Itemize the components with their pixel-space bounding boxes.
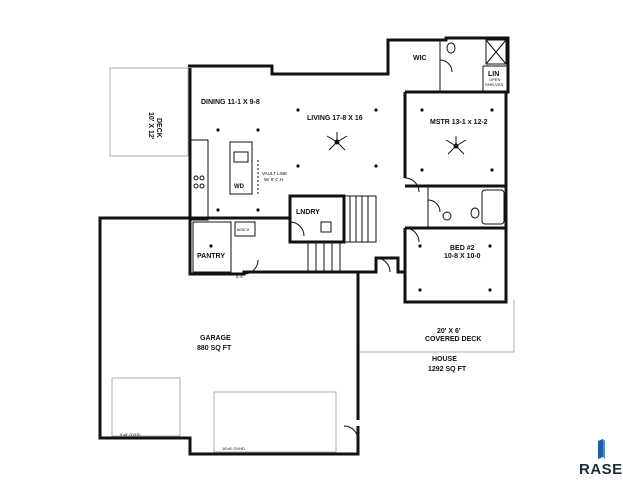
- pantry-wall: [192, 221, 232, 273]
- garage-door-1: [111, 377, 181, 437]
- ceiling-fan-icon: [326, 132, 348, 151]
- stove-burners: [193, 175, 205, 189]
- covered-deck-dims: 20' X 6': [437, 328, 461, 335]
- counter: [189, 139, 209, 221]
- vault-note-1: VAULT LINE: [262, 171, 287, 176]
- mstr-label: MSTR 13-1 x 12-2: [430, 119, 488, 126]
- covered-deck-outline: [357, 300, 515, 353]
- bench-label: BENCH: [237, 228, 250, 232]
- bed2-label: BED #2: [450, 245, 475, 252]
- rear-deck-outline: [109, 67, 189, 157]
- garage-door-2: [213, 391, 337, 453]
- bed2-dims: 10-8 X 10-0: [444, 253, 481, 260]
- lin-note-1: OPEN: [489, 77, 500, 82]
- deck-dims: 10' X 12': [147, 112, 154, 140]
- covered-deck-label: COVERED DECK: [425, 336, 481, 343]
- dining-label: DINING 11-1 X 9-8: [201, 99, 260, 106]
- lndry-label: LNDRY: [296, 209, 320, 216]
- stairs: [343, 195, 377, 243]
- vault-note-2: W/ 9' C.H.: [264, 177, 284, 182]
- kitchen-island: [229, 141, 253, 195]
- lin-label: LIN: [488, 71, 499, 78]
- garage-door-2-label: 16'x8' OVHD: [222, 446, 245, 451]
- living-label: LIVING 17-8 X 16: [307, 115, 363, 122]
- wd-label: WD: [234, 184, 245, 190]
- garage-wall: [98, 216, 360, 456]
- stair-treads: [307, 196, 369, 272]
- pantry-label: PANTRY: [197, 253, 225, 260]
- ceiling-fan-icon-2: [445, 136, 467, 155]
- deck-label: DECK: [155, 118, 162, 138]
- garage-label: GARAGE: [200, 335, 231, 342]
- ceiling-note: 8'-6: [236, 274, 243, 279]
- bench-box: [234, 221, 256, 237]
- house-label: HOUSE: [432, 356, 457, 363]
- house-sqft: 1292 SQ FT: [428, 366, 467, 373]
- laundry-wall: [288, 194, 346, 244]
- shower-x2: [485, 39, 507, 65]
- house-exterior-wall: [188, 36, 510, 304]
- toilet-icon: [446, 42, 456, 54]
- rase-logo: [581, 437, 621, 479]
- garage-sqft: 880 SQ FT: [197, 345, 232, 352]
- rase-logo-icon: [598, 439, 605, 459]
- washer: [320, 221, 332, 233]
- light-fixtures: [209, 108, 494, 292]
- garage-door-1-label: 9'x8' OVHD: [120, 432, 141, 437]
- shower: [485, 39, 507, 65]
- wic-label: WIC: [413, 55, 427, 62]
- rase-logo-text: RASE: [579, 461, 623, 478]
- tub: [481, 189, 505, 225]
- sink-icon: [442, 211, 452, 221]
- toilet-icon-2: [470, 207, 480, 219]
- door-swings: [243, 59, 453, 441]
- lin-note-2: SHELVES: [485, 82, 503, 87]
- kitchen-sink: [233, 151, 249, 163]
